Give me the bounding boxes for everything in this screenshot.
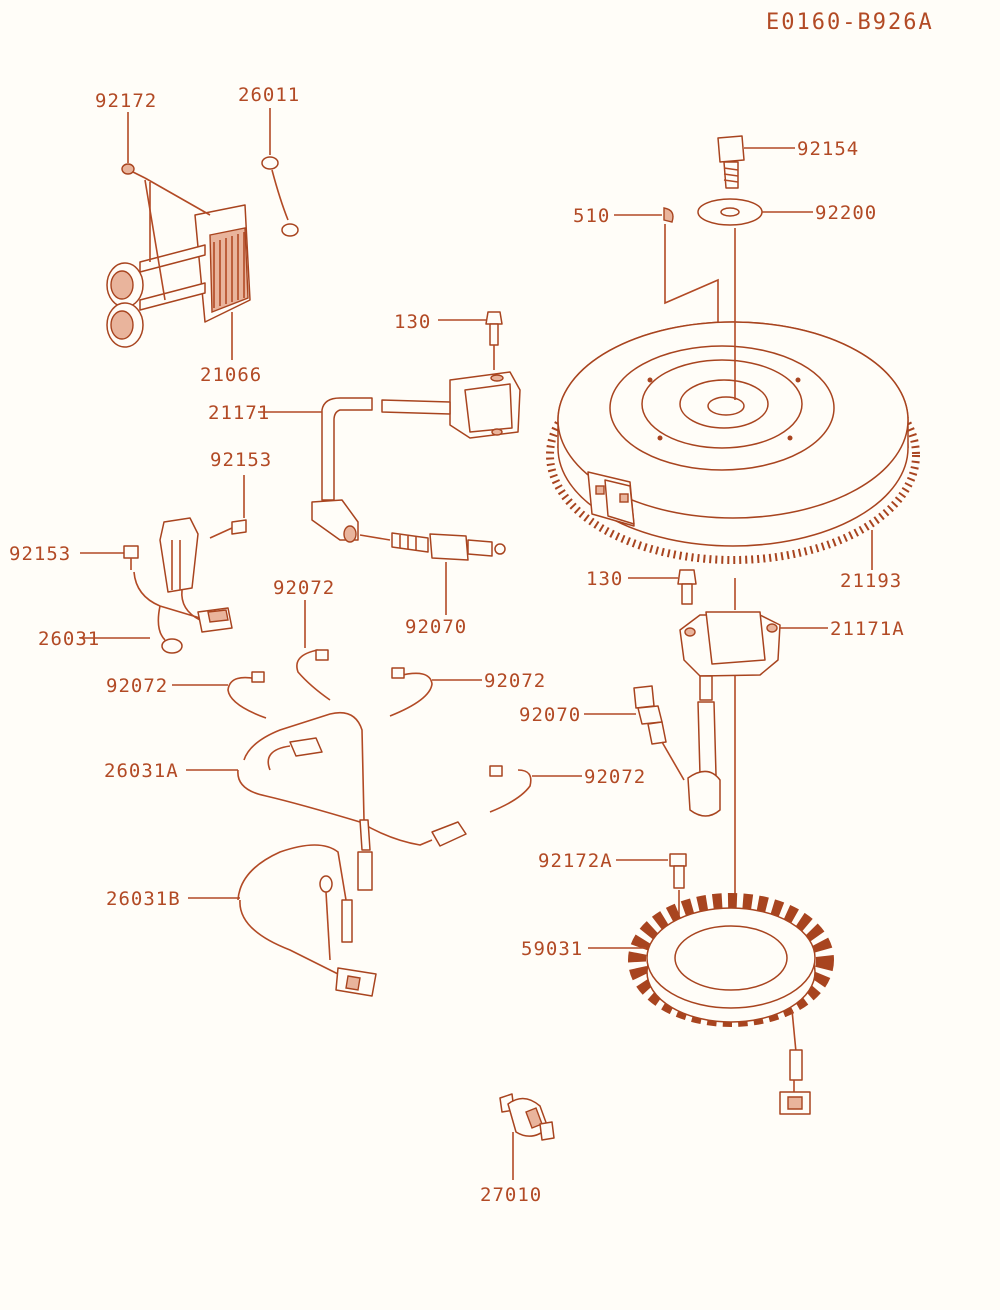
screw-92172A[interactable]: [669, 853, 687, 889]
wire-harness-26031B[interactable]: [237, 844, 377, 997]
clamp-92072-b[interactable]: [296, 649, 331, 701]
label-92070-b: 92070: [519, 704, 581, 726]
ring-terminal-26011[interactable]: [261, 156, 299, 237]
ignition-coil-21171[interactable]: [311, 371, 521, 543]
label-26011: 26011: [238, 84, 300, 106]
label-510: 510: [573, 205, 610, 227]
label-92153-a: 92153: [210, 449, 272, 471]
screw-92172[interactable]: [121, 163, 146, 179]
label-92072-c: 92072: [484, 670, 546, 692]
label-130-top: 130: [394, 311, 431, 333]
screw-130-mid[interactable]: [677, 569, 697, 605]
label-26031B: 26031B: [106, 888, 181, 910]
bolt-92154[interactable]: [717, 135, 745, 189]
label-92070-a: 92070: [405, 616, 467, 638]
washer-92200[interactable]: [697, 198, 763, 226]
label-21066: 21066: [200, 364, 262, 386]
spark-plug-92070[interactable]: [359, 532, 506, 561]
label-92154: 92154: [797, 138, 859, 160]
clamp-92072-c[interactable]: [389, 667, 433, 717]
spark-plug-92070-b[interactable]: [633, 685, 685, 781]
ignition-coil-21171A[interactable]: [679, 611, 781, 817]
label-26031: 26031: [38, 628, 100, 650]
stator-59031[interactable]: [628, 893, 834, 1115]
label-92153-b: 92153: [9, 543, 71, 565]
label-92072-a: 92072: [106, 675, 168, 697]
label-59031: 59031: [521, 938, 583, 960]
screw-92153-a[interactable]: [209, 519, 247, 539]
diagram-id: E0160-B926A: [766, 10, 934, 35]
label-92200: 92200: [815, 202, 877, 224]
switch-27010[interactable]: [499, 1093, 555, 1141]
wire-harness-26031A[interactable]: [237, 711, 467, 891]
screw-92153-b[interactable]: [123, 545, 139, 570]
clamp-92072-a[interactable]: [227, 671, 267, 719]
label-27010: 27010: [480, 1184, 542, 1206]
label-21171: 21171: [208, 402, 270, 424]
regulator-rectifier[interactable]: [106, 204, 251, 348]
label-21171A: 21171A: [830, 618, 905, 640]
label-92072-b: 92072: [273, 577, 335, 599]
label-26031A: 26031A: [104, 760, 179, 782]
label-92172A: 92172A: [538, 850, 613, 872]
label-92072-d: 92072: [584, 766, 646, 788]
key-510[interactable]: [663, 207, 674, 223]
screw-130-top[interactable]: [485, 311, 503, 346]
flywheel-21193[interactable]: [546, 321, 920, 564]
clamp-92072-d[interactable]: [489, 765, 532, 813]
label-92172: 92172: [95, 90, 157, 112]
label-130-mid: 130: [586, 568, 623, 590]
flywheel-magnet: [587, 471, 635, 527]
label-21193: 21193: [840, 570, 902, 592]
wire-harness-26031[interactable]: [133, 517, 233, 654]
